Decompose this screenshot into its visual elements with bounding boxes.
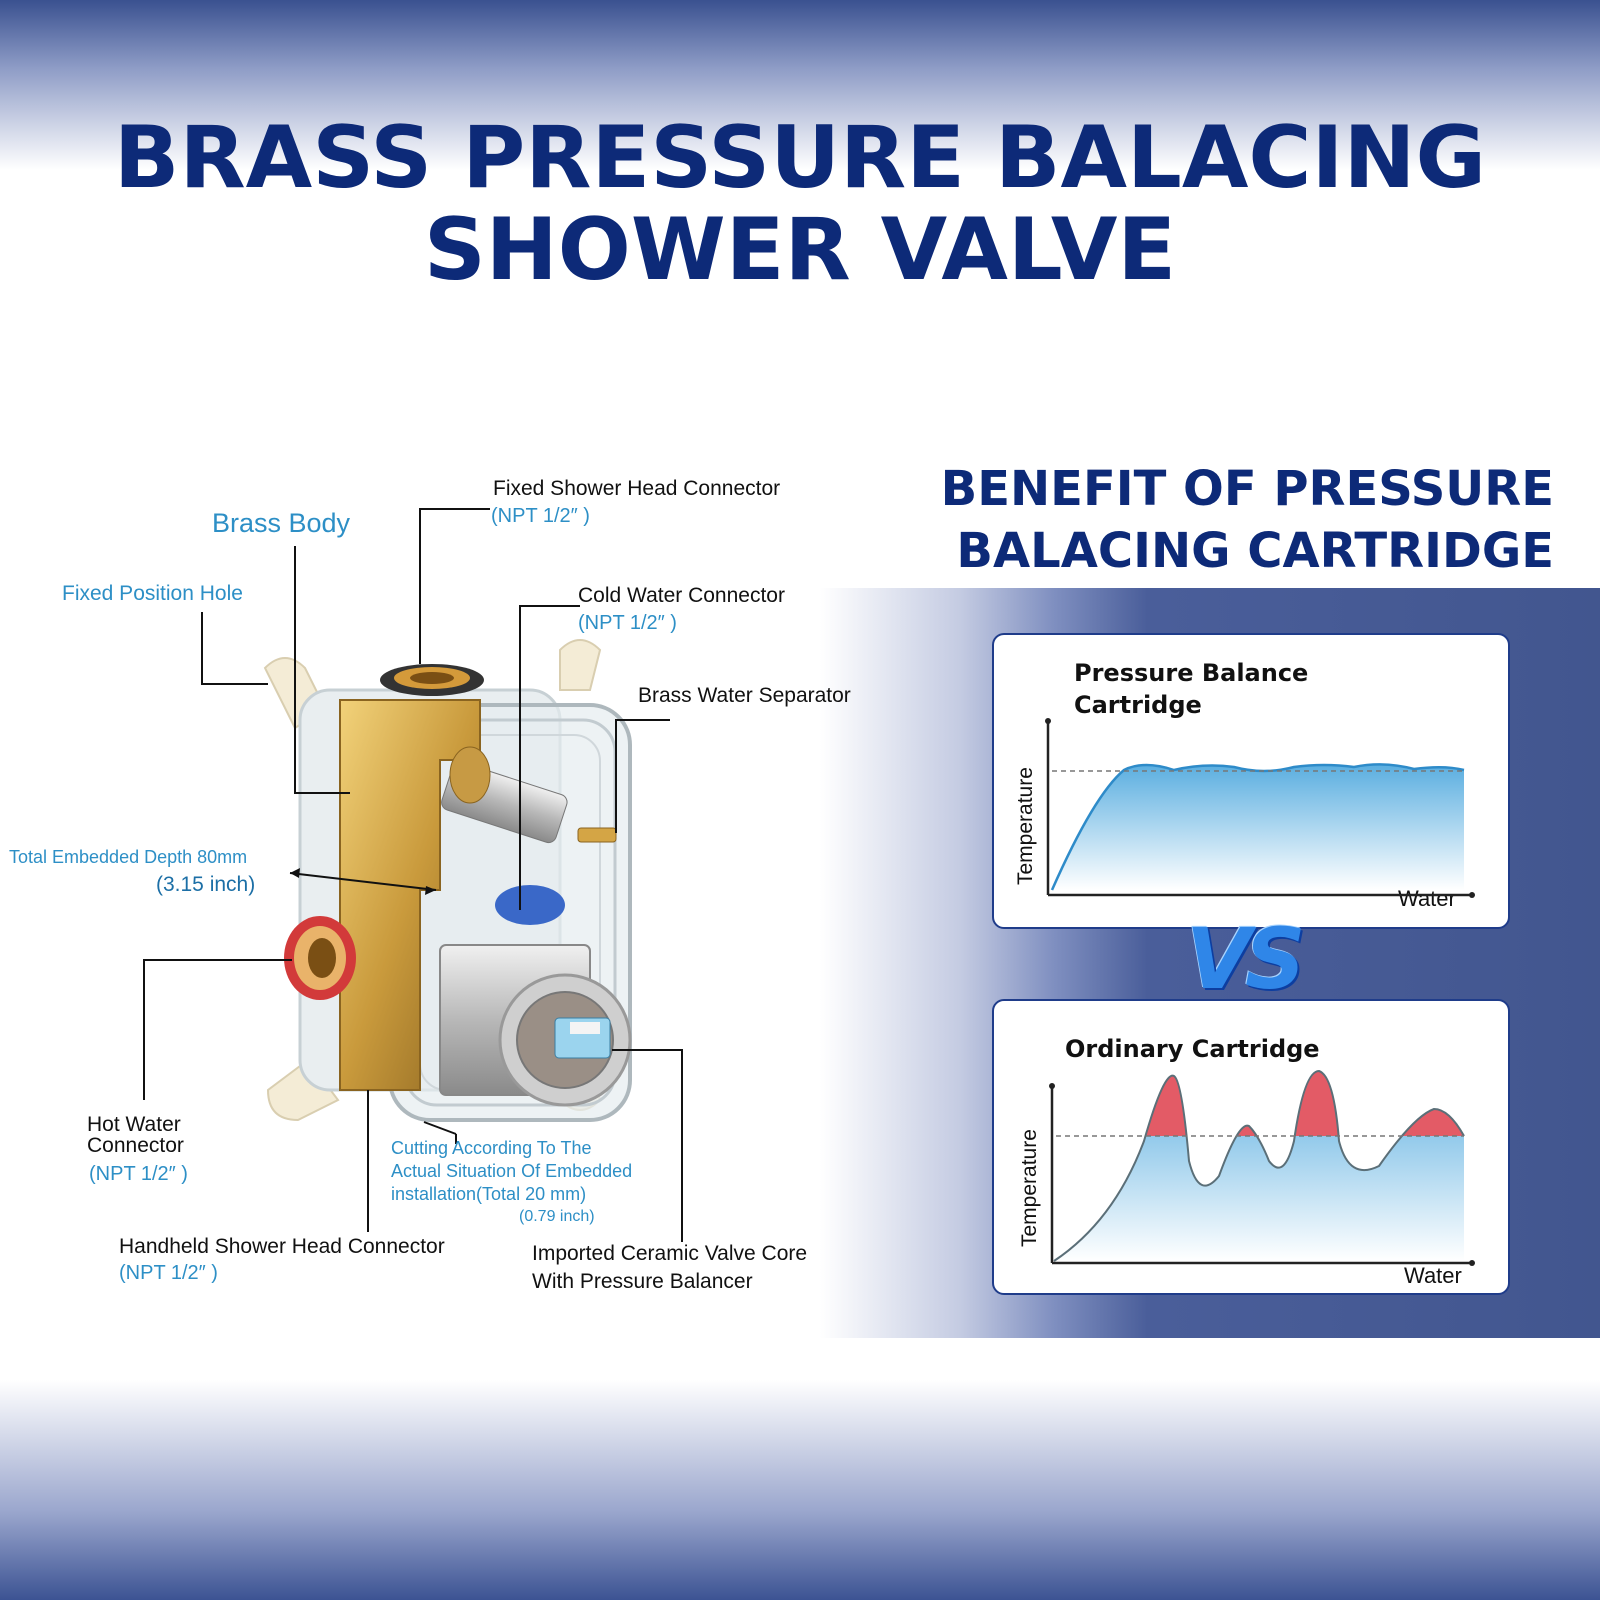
card2-chart: [1049, 1069, 1475, 1266]
hot-water-label-1: Hot Water: [87, 1113, 181, 1136]
fixed-shower-npt: (NPT 1/2″ ): [491, 505, 590, 527]
page-title: BRASS PRESSURE BALACING SHOWER VALVE: [0, 112, 1600, 296]
card1-title: Pressure Balance Cartridge: [1074, 657, 1308, 721]
leader-cold-water: [519, 605, 580, 910]
depth-arrow: [289, 872, 437, 891]
fixed-shower-label: Fixed Shower Head Connector: [493, 477, 781, 500]
card1-title-line-1: Pressure Balance: [1074, 659, 1309, 687]
card2-xlabel: Water: [1404, 1263, 1462, 1288]
depth-inch-label: (3.15 inch): [156, 873, 256, 896]
top-gradient: [0, 0, 1600, 170]
blue-ring: [495, 885, 565, 925]
cutting-inch-label: (0.79 inch): [519, 1208, 595, 1225]
handheld-label: Handheld Shower Head Connector: [119, 1235, 445, 1258]
hot-water-npt: (NPT 1/2″ ): [89, 1163, 188, 1185]
separator-label: Brass Water Separator: [638, 684, 851, 707]
position-hole-label: Fixed Position Hole: [62, 582, 243, 605]
benefit-heading: BENEFIT OF PRESSURE BALACING CARTRIDGE: [941, 458, 1554, 582]
cold-water-label: Cold Water Connector: [578, 584, 785, 607]
card2-area: [1054, 1136, 1464, 1261]
depth-label: Total Embedded Depth 80mm: [9, 847, 248, 867]
title-line-2: SHOWER VALVE: [423, 200, 1177, 300]
pressure-balance-card: Pressure Balance Cartridge Temperature W…: [992, 633, 1510, 929]
cold-water-npt: (NPT 1/2″ ): [578, 612, 677, 634]
leader-fixed-shower: [419, 508, 490, 664]
card1-title-line-2: Cartridge: [1074, 691, 1202, 719]
benefit-line-2: BALACING CARTRIDGE: [956, 523, 1554, 579]
benefit-line-1: BENEFIT OF PRESSURE: [940, 461, 1554, 517]
bottom-gradient: [0, 1380, 1600, 1600]
leader-separator: [615, 719, 670, 833]
brass-body-label: Brass Body: [212, 508, 351, 538]
handheld-npt: (NPT 1/2″ ): [119, 1262, 218, 1284]
hot-water-label-2: Connector: [87, 1134, 184, 1157]
brass-separator: [577, 827, 617, 843]
ceramic-label-2: With Pressure Balancer: [532, 1270, 753, 1293]
vs-badge: VS: [1186, 910, 1305, 1008]
card2-peaks: [1145, 1071, 1464, 1136]
cutting-label-1: Cutting According To The: [391, 1138, 592, 1158]
card1-area: [1052, 764, 1464, 890]
title-line-1: BRASS PRESSURE BALACING: [113, 108, 1487, 208]
card2-title: Ordinary Cartridge: [1065, 1035, 1320, 1063]
leader-ceramic: [612, 1049, 683, 1242]
ceramic-label-1: Imported Ceramic Valve Core: [532, 1242, 808, 1265]
cutting-arrow: [423, 1121, 457, 1135]
card1-chart: [1045, 718, 1475, 898]
leader-position-hole: [201, 612, 268, 685]
card1-xlabel: Water: [1398, 886, 1456, 911]
brass-body: [339, 699, 481, 1091]
leader-hot-water: [143, 959, 292, 1100]
valve-illustration: [143, 508, 683, 1242]
ordinary-card: Ordinary Cartridge Temperature Water: [992, 999, 1510, 1295]
cutting-label-3: installation(Total 20 mm): [391, 1184, 587, 1204]
card2-line: [1053, 1069, 1465, 1262]
card1-line: [1050, 763, 1465, 891]
leader-brass-body: [294, 546, 350, 794]
cutting-label-2: Actual Situation Of Embedded: [391, 1161, 633, 1181]
